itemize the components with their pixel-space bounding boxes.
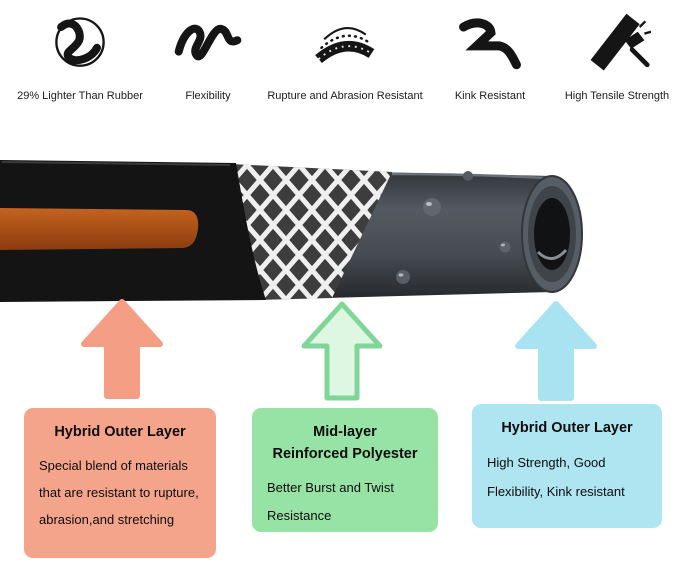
callout-outer-layer: Hybrid Outer Layer Special blend of mate… — [24, 408, 216, 558]
callout-body-line: abrasion,and stretching — [39, 512, 175, 527]
callout-body: Special blend of materials that are resi… — [24, 443, 216, 533]
callout-inner-layer: Hybrid Outer Layer High Strength, Good F… — [472, 404, 662, 528]
feature-label: Kink Resistant — [454, 90, 526, 102]
flexibility-icon — [158, 6, 258, 82]
callout-title-line: Mid-layer — [313, 424, 377, 440]
lighter-than-rubber-icon — [10, 6, 150, 82]
callout-body-line: Resistance — [267, 508, 332, 523]
callout-body-line: Better Burst and Twist — [267, 480, 394, 495]
feature-label: 29% Lighter Than Rubber — [17, 90, 143, 102]
feature-label: High Tensile Strength — [564, 90, 670, 102]
callout-body-line: Special blend of materials — [39, 458, 188, 473]
callout-title: Hybrid Outer Layer — [54, 424, 186, 440]
mid-layer-arrow — [301, 301, 383, 401]
callout-body-line: Flexibility, Kink resistant — [487, 484, 625, 499]
callout-title-line: Reinforced Polyester — [272, 446, 418, 462]
inner-layer-arrow — [515, 301, 597, 401]
callout-body: High Strength, Good Flexibility, Kink re… — [472, 439, 662, 506]
feature-tensile-strength: High Tensile Strength — [556, 6, 678, 103]
callout-body: Better Burst and Twist Resistance — [252, 465, 438, 530]
water-droplets — [396, 171, 511, 284]
feature-label: Flexibility — [185, 90, 231, 102]
abrasion-resistant-icon — [258, 6, 432, 82]
feature-lighter-than-rubber: 29% Lighter Than Rubber — [10, 6, 150, 103]
outer-layer-arrow — [81, 299, 163, 399]
callout-title: Hybrid Outer Layer — [501, 420, 633, 436]
hose-outer-layer — [0, 160, 266, 302]
callout-mid-layer: Mid-layer Reinforced Polyester Better Bu… — [252, 408, 438, 532]
hose-orange-stripe — [0, 208, 199, 250]
tensile-strength-icon — [556, 6, 678, 82]
callout-title: Mid-layer Reinforced Polyester — [252, 421, 438, 465]
hose-mesh-layer — [230, 164, 392, 300]
feature-kink-resistant: Kink Resistant — [434, 6, 546, 103]
hose-cutaway-illustration — [0, 160, 583, 302]
callout-body-line: that are resistant to rupture, — [39, 485, 199, 500]
kink-resistant-icon — [434, 6, 546, 82]
hose-inner-tube — [326, 172, 552, 298]
feature-label: Rupture and Abrasion Resistant — [267, 90, 423, 102]
feature-flexibility: Flexibility — [158, 6, 258, 103]
feature-abrasion-resistant: Rupture and Abrasion Resistant — [258, 6, 432, 103]
hose-end-opening — [521, 175, 583, 293]
callout-body-line: High Strength, Good — [487, 455, 606, 470]
